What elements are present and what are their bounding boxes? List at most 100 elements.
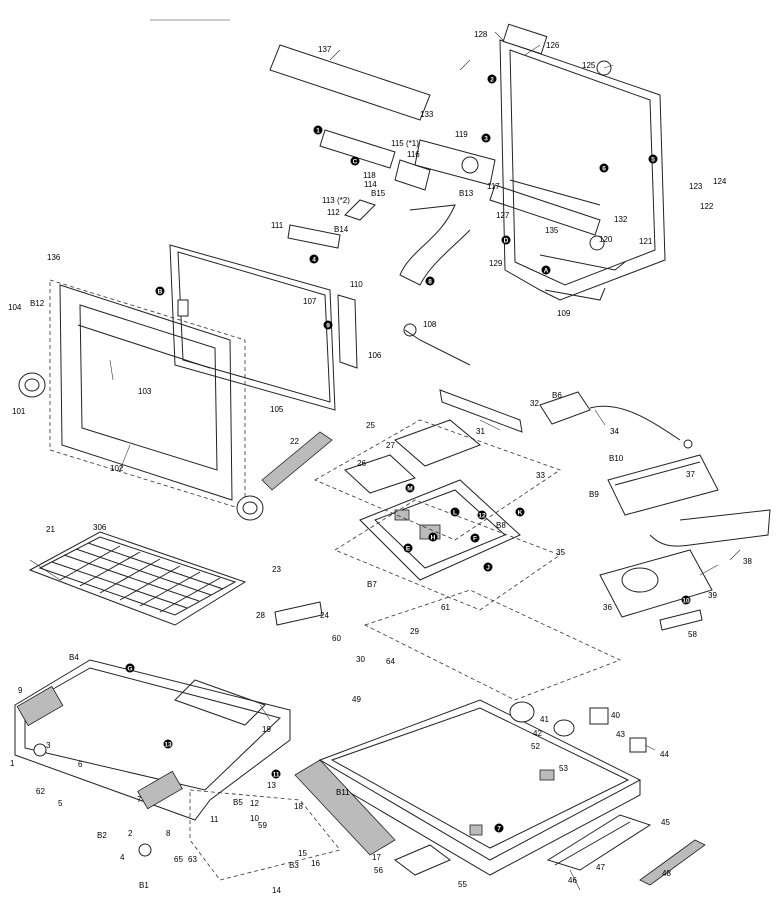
part-label: 44 bbox=[660, 750, 669, 759]
chassis-shield-plate bbox=[363, 589, 622, 701]
ref-mark-1: 1 bbox=[313, 125, 323, 135]
part-label: 115 (*1) bbox=[391, 139, 419, 148]
svg-text:C: C bbox=[353, 159, 358, 166]
part-label: 62 bbox=[36, 787, 45, 796]
part-label: 113 (*2) bbox=[322, 196, 350, 205]
keyboard bbox=[28, 531, 247, 626]
part-label: 32 bbox=[530, 399, 539, 408]
bottom-case bbox=[318, 699, 642, 876]
part-label: 65 bbox=[174, 855, 183, 864]
part-label: 45 bbox=[661, 818, 670, 827]
part-label: 64 bbox=[386, 657, 395, 666]
part-label: 55 bbox=[458, 880, 467, 889]
part-label: 18 bbox=[294, 802, 303, 811]
touchpad-assembly bbox=[174, 679, 341, 881]
svg-text:J: J bbox=[486, 565, 490, 572]
part-label: 13 bbox=[267, 781, 276, 790]
part-label: 101 bbox=[12, 407, 26, 416]
ref-mark-3: 3 bbox=[481, 133, 491, 143]
svg-text:6: 6 bbox=[602, 166, 606, 173]
part-label: 127 bbox=[496, 211, 510, 220]
part-label: 125 bbox=[582, 61, 596, 70]
svg-text:G: G bbox=[127, 666, 132, 673]
part-label: 30 bbox=[356, 655, 365, 664]
part-label: 114 bbox=[364, 180, 377, 189]
part-label: 111 bbox=[271, 221, 284, 230]
part-label: 9 bbox=[18, 686, 23, 695]
part-label: 41 bbox=[540, 715, 549, 724]
part-label: B6 bbox=[552, 391, 562, 400]
svg-text:E: E bbox=[406, 546, 411, 553]
palm-rest-top-case bbox=[14, 659, 291, 857]
hinge-assembly bbox=[414, 139, 601, 236]
part-label: 53 bbox=[559, 764, 568, 773]
part-label: 117 bbox=[487, 182, 500, 191]
part-label: 2 bbox=[128, 829, 133, 838]
ref-mark-8: 8 bbox=[425, 276, 435, 286]
part-label: 31 bbox=[476, 427, 485, 436]
part-label: 112 bbox=[327, 208, 340, 217]
part-label: 27 bbox=[386, 441, 395, 450]
lcd-rear-cover bbox=[499, 23, 666, 301]
svg-text:4: 4 bbox=[312, 257, 316, 264]
memory-cover bbox=[394, 844, 451, 876]
part-label: 6 bbox=[78, 760, 83, 769]
part-label: 128 bbox=[474, 30, 488, 39]
part-label: 123 bbox=[689, 182, 703, 191]
part-label: 37 bbox=[686, 470, 695, 479]
part-label: 48 bbox=[662, 869, 671, 878]
ref-mark-13: 13 bbox=[163, 739, 173, 749]
part-label: 56 bbox=[374, 866, 383, 875]
part-label: 14 bbox=[272, 886, 281, 895]
part-label: 103 bbox=[138, 387, 152, 396]
part-label: 137 bbox=[318, 45, 332, 54]
part-label: B12 bbox=[30, 299, 45, 308]
svg-text:M: M bbox=[407, 486, 412, 493]
ref-mark-C: C bbox=[350, 156, 360, 166]
part-label: 22 bbox=[290, 437, 299, 446]
ref-mark-6: 6 bbox=[599, 163, 609, 173]
part-label: 23 bbox=[272, 565, 281, 574]
svg-text:9: 9 bbox=[326, 323, 330, 330]
svg-text:10: 10 bbox=[682, 598, 690, 605]
part-label: B5 bbox=[233, 798, 243, 807]
svg-text:5: 5 bbox=[651, 157, 655, 164]
svg-text:D: D bbox=[504, 238, 509, 245]
part-label: 105 bbox=[270, 405, 284, 414]
hinge-cover-strip bbox=[261, 431, 333, 491]
memory-module bbox=[274, 601, 323, 626]
part-label: 38 bbox=[743, 557, 752, 566]
ref-mark-9: 9 bbox=[323, 320, 333, 330]
part-label: 17 bbox=[372, 853, 381, 862]
part-label: 122 bbox=[700, 202, 714, 211]
inverter-board bbox=[287, 199, 376, 249]
svg-text:7: 7 bbox=[497, 826, 501, 833]
part-label: 121 bbox=[639, 237, 653, 246]
ref-mark-7: 7 bbox=[494, 823, 504, 833]
part-label: 306 bbox=[93, 523, 107, 532]
svg-text:K: K bbox=[518, 510, 523, 517]
leader-lines bbox=[29, 19, 741, 891]
part-label: 28 bbox=[256, 611, 265, 620]
part-label: 102 bbox=[110, 464, 124, 473]
part-label: 35 bbox=[556, 548, 565, 557]
svg-text:F: F bbox=[473, 536, 477, 543]
ref-mark-5: 5 bbox=[648, 154, 658, 164]
part-label: 10 bbox=[250, 814, 259, 823]
part-label: 43 bbox=[616, 730, 625, 739]
part-label: 1 bbox=[10, 759, 15, 768]
ref-mark-F: F bbox=[470, 533, 480, 543]
part-label: 63 bbox=[188, 855, 197, 864]
part-label: B13 bbox=[459, 189, 474, 198]
part-label: 133 bbox=[420, 110, 434, 119]
svg-text:8: 8 bbox=[428, 279, 432, 286]
part-label: 12 bbox=[250, 799, 259, 808]
part-label: B3 bbox=[289, 861, 299, 870]
part-label: 108 bbox=[423, 320, 437, 329]
ref-mark-E: E bbox=[403, 543, 413, 553]
part-label: 58 bbox=[688, 630, 697, 639]
part-label: 129 bbox=[489, 259, 503, 268]
part-label: 107 bbox=[303, 297, 317, 306]
